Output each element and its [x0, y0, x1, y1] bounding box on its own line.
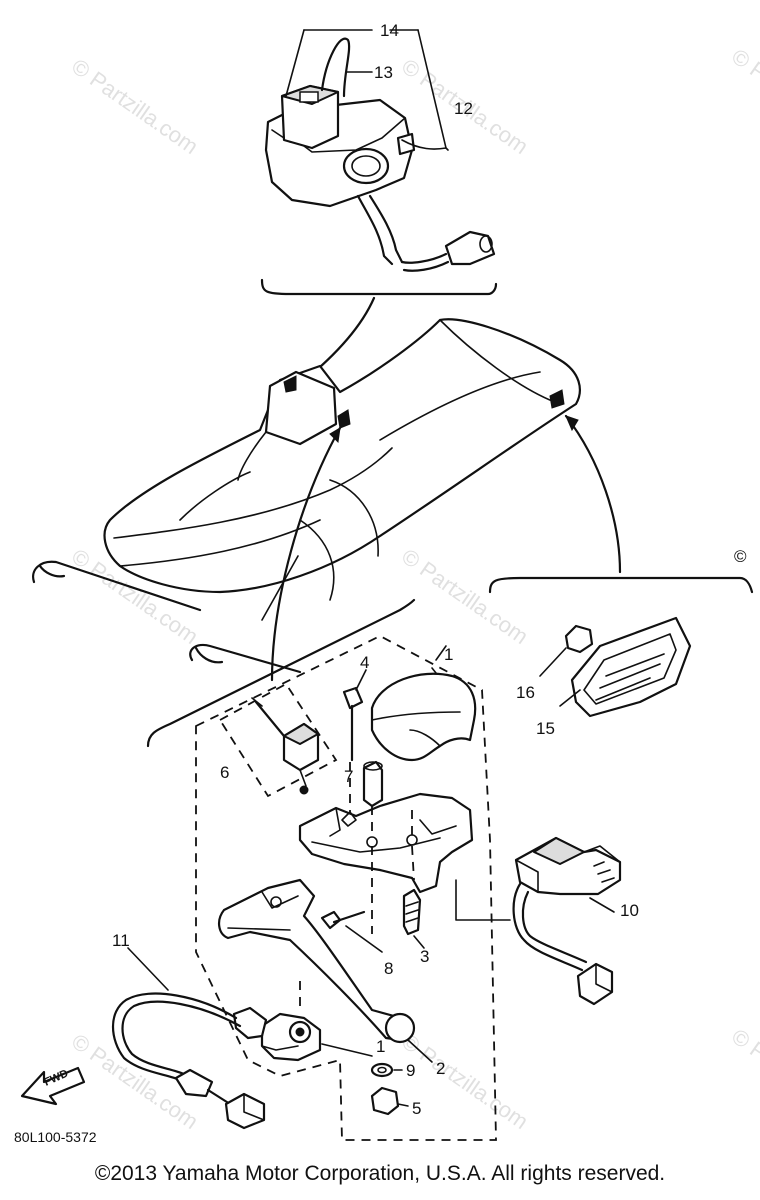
watermark-7: © Partzilla.com — [727, 44, 760, 150]
callout-10: 10 — [620, 901, 639, 920]
callout-9: 9 — [406, 1061, 415, 1080]
part-code: 80L100-5372 — [14, 1129, 97, 1145]
callout-16: 16 — [516, 683, 535, 702]
watermarks: © Partzilla.com © Partzilla.com © Partzi… — [67, 44, 760, 1135]
lever-bracket — [146, 598, 416, 748]
sensor-11 — [112, 992, 322, 1130]
inset-bracket — [260, 278, 498, 296]
callout-13: 13 — [374, 63, 393, 82]
watermark-8: © Partzilla.com — [727, 1024, 760, 1130]
watermark-1: © Partzilla.com — [67, 54, 203, 160]
callout-1: 1 — [444, 645, 453, 664]
callout-2: 2 — [436, 1059, 445, 1078]
connector-10 — [512, 836, 622, 1006]
callout-15: 15 — [536, 719, 555, 738]
callout-8: 8 — [384, 959, 393, 978]
forward-arrow: FWD — [20, 1066, 86, 1106]
callout-3: 3 — [420, 947, 429, 966]
callout-14: 14 — [380, 21, 399, 40]
callout-12: 12 — [454, 99, 473, 118]
reflector-nut — [564, 624, 594, 654]
edge-copyright-mark: © — [734, 547, 747, 566]
watermark-4: © Partzilla.com — [397, 544, 533, 650]
reflector-bracket — [488, 576, 754, 594]
taillight-connector — [444, 230, 496, 266]
watermark-6: © Partzilla.com — [397, 1029, 533, 1135]
lever-ball-end — [384, 1012, 416, 1044]
ski-right — [189, 643, 302, 674]
snowmobile-body — [32, 318, 581, 674]
callout-11: 11 — [112, 931, 130, 950]
taillight-inset — [260, 29, 498, 296]
copyright-notice: ©2013 Yamaha Motor Corporation, U.S.A. A… — [94, 1162, 666, 1185]
washer-9 — [370, 1062, 394, 1078]
snowmobile-hood — [103, 318, 581, 594]
callout-6: 6 — [220, 763, 229, 782]
lever-holder-bracket — [298, 792, 474, 894]
nut-5 — [370, 1086, 400, 1116]
assembly-6-outline — [218, 682, 338, 798]
reflector — [539, 616, 692, 718]
lever-holder-cap — [370, 672, 477, 762]
assembly-1-outline — [195, 634, 497, 1141]
callout-1-lower: 1 — [376, 1037, 385, 1056]
callout-4: 4 — [360, 653, 369, 672]
callout-5: 5 — [412, 1099, 421, 1118]
callout-7: 7 — [344, 767, 353, 786]
taillight-lens — [342, 147, 390, 185]
screw-4 — [342, 686, 364, 710]
